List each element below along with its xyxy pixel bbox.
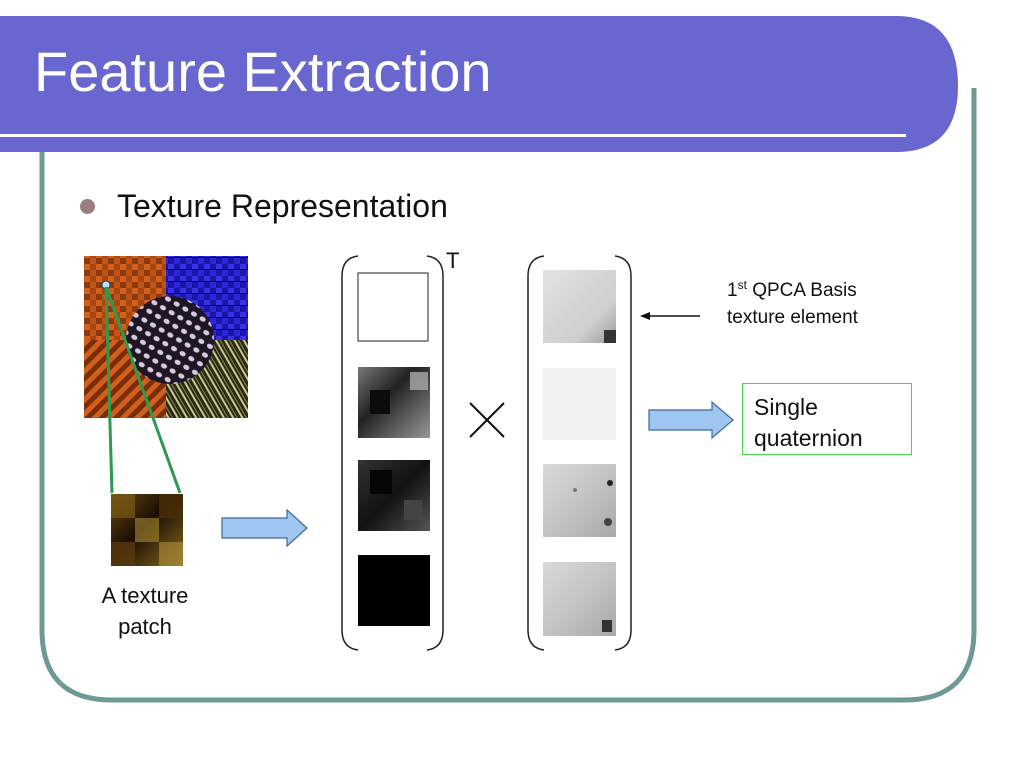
arrow-to-matrix — [221, 508, 308, 548]
basis-label-line2: texture element — [727, 307, 858, 328]
basis-ordinal-number: 1 — [727, 280, 738, 301]
patch-label-line1: A texture — [101, 583, 189, 608]
component-block-2 — [358, 367, 430, 438]
bullet-icon — [80, 199, 95, 214]
basis-element-3 — [543, 464, 616, 537]
header-underline — [0, 134, 906, 137]
source-texture-image — [84, 256, 248, 418]
basis-label-line1: QPCA Basis — [746, 280, 857, 301]
multiply-icon — [469, 402, 505, 438]
zoom-line-left — [104, 286, 114, 494]
left-vector-bracket-right — [426, 255, 444, 651]
right-vector-bracket-right — [614, 255, 632, 651]
arrow-to-result — [648, 400, 734, 440]
left-vector-bracket-left — [341, 255, 359, 651]
basis-label: 1st QPCA Basis texture element — [727, 272, 858, 331]
transpose-label: T — [446, 248, 460, 273]
content-frame — [39, 88, 977, 703]
basis-pointer-arrowhead — [640, 312, 650, 320]
header-bar — [0, 16, 958, 152]
result-box: Single quaternion — [742, 383, 912, 455]
result-label-line2: quaternion — [754, 425, 863, 451]
patch-label-line2: patch — [118, 614, 172, 639]
result-label-line1: Single — [754, 394, 818, 420]
basis-ordinal-suffix: st — [737, 278, 747, 292]
component-block-4 — [358, 555, 430, 626]
basis-element-1 — [543, 270, 616, 343]
basis-element-4 — [543, 562, 616, 636]
patch-label: A texture patch — [80, 580, 210, 642]
right-vector-bracket-left — [527, 255, 545, 651]
basis-element-2 — [543, 368, 616, 440]
zoom-line-right — [104, 286, 182, 494]
component-block-1 — [357, 272, 429, 342]
slide-title: Feature Extraction — [34, 40, 492, 103]
component-block-3 — [358, 460, 430, 531]
bullet-text: Texture Representation — [117, 188, 448, 224]
texture-patch-image — [111, 494, 183, 566]
